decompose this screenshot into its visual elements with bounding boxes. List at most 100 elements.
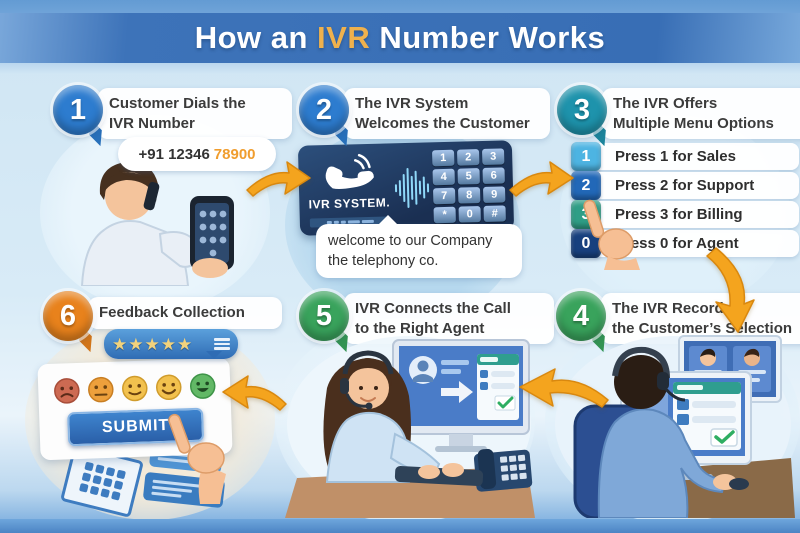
emoji-happy-icon[interactable] xyxy=(154,373,182,401)
forearm xyxy=(198,464,226,504)
emoji-sad-icon[interactable] xyxy=(86,375,114,403)
keypad-key[interactable]: 9 xyxy=(482,186,506,203)
keypad-key[interactable]: 0 xyxy=(458,206,481,223)
keypad-key[interactable]: 1 xyxy=(432,149,455,167)
keypad-key[interactable]: * xyxy=(433,206,456,224)
step-label-line: The IVR Offers xyxy=(613,95,718,112)
welcome-line: the telephony co. xyxy=(328,252,439,269)
agent-connecting-illustration xyxy=(285,336,535,518)
keypad-key[interactable]: # xyxy=(483,205,506,222)
feedback-form: SUBMIT xyxy=(37,357,233,461)
step-5-badge: 5 xyxy=(299,291,349,341)
step-label-line: The IVR Records xyxy=(612,300,733,317)
step-1-badge: 1 xyxy=(53,85,103,135)
rating-stars-bar: ★ ★ ★ ★ ★ xyxy=(104,329,238,359)
step-number: 3 xyxy=(573,93,591,126)
agent-shirt xyxy=(597,408,727,518)
agent-recording-illustration xyxy=(555,335,795,518)
step-label-line: IVR Number xyxy=(109,114,195,132)
menu-option-text: Press 3 for Billing xyxy=(615,206,743,223)
step-6-label: Feedback Collection xyxy=(88,297,282,329)
step-label-line: The IVR System xyxy=(355,95,469,112)
keypad-key[interactable]: 3 xyxy=(482,148,505,165)
ivr-system-label: IVR SYSTEM. xyxy=(308,195,391,212)
sound-wave-icon xyxy=(394,150,430,225)
headset-band xyxy=(342,350,394,375)
keypad-key[interactable]: 2 xyxy=(457,149,480,166)
menu-option-text: Press 0 for Agent xyxy=(615,235,739,252)
menu-option-key: 2 xyxy=(571,171,601,200)
phone-handset-icon xyxy=(325,153,374,190)
page-title: How an IVR Number Works xyxy=(195,20,606,56)
step-label-line: the Customer’s Selection xyxy=(612,319,793,337)
ivr-keypad: 1 2 3 4 5 6 7 8 9 * 0 # xyxy=(432,148,506,224)
emoji-delighted-icon[interactable] xyxy=(188,372,216,400)
menu-option-support[interactable]: Press 2 for Support 2 xyxy=(571,171,799,200)
arrow-step2-to-step3 xyxy=(509,161,574,197)
welcome-message-bubble: welcome to our Company the telephony co. xyxy=(316,215,522,278)
agent-face xyxy=(347,367,389,409)
headset-earcup xyxy=(340,378,349,394)
customer-hair xyxy=(99,161,158,202)
step-number: 1 xyxy=(69,93,87,126)
title-suffix: Number Works xyxy=(370,20,606,55)
header: How an IVR Number Works xyxy=(0,0,800,74)
step-label-line: Multiple Menu Options xyxy=(613,114,774,132)
star-icon: ★ xyxy=(160,334,176,354)
menu-option-label: Press 1 for Sales xyxy=(593,143,799,170)
pointing-hand-icon xyxy=(583,199,640,270)
customer-head xyxy=(105,172,153,220)
step-label-line: to the Right Agent xyxy=(355,319,485,337)
emoji-neutral-icon[interactable] xyxy=(120,374,148,402)
footer-strip xyxy=(0,519,800,533)
agent-head-back xyxy=(614,355,668,409)
headset-earcup xyxy=(657,372,669,390)
headset-mic xyxy=(345,393,368,408)
agent-panel xyxy=(477,354,519,420)
menu-option-label: Press 2 for Support xyxy=(593,172,799,199)
phone-at-ear xyxy=(143,182,160,211)
menu-option-key: 1 xyxy=(571,142,601,171)
star-icon: ★ xyxy=(112,334,128,354)
pointing-hand-icon xyxy=(168,413,226,504)
phone-number-prefix: +91 12346 xyxy=(138,145,210,163)
list-icon xyxy=(214,338,230,350)
customer-dialing-illustration xyxy=(80,161,234,286)
smartphone-keypad xyxy=(199,210,227,257)
phone-number-highlight: 78900 xyxy=(213,145,256,163)
arrow-step3-to-step4 xyxy=(706,247,755,333)
menu-key-number: 0 xyxy=(581,234,591,252)
menu-key-number: 1 xyxy=(581,147,591,165)
mouse xyxy=(729,478,749,490)
step-number: 6 xyxy=(59,299,77,332)
typing-hand xyxy=(442,463,464,477)
title-banner: How an IVR Number Works xyxy=(0,13,800,63)
menu-option-sales[interactable]: Press 1 for Sales 1 xyxy=(571,142,799,171)
keypad-key[interactable]: 8 xyxy=(458,187,481,204)
ivr-panel-left: IVR SYSTEM. xyxy=(306,151,392,228)
step-label-line: Feedback Collection xyxy=(99,304,245,321)
typing-hand xyxy=(418,465,440,479)
emoji-angry-icon[interactable] xyxy=(52,376,80,404)
keypad-key[interactable]: 6 xyxy=(482,167,505,184)
step-3-badge: 3 xyxy=(557,85,607,135)
star-icon: ★ xyxy=(144,334,160,354)
customer-hand xyxy=(192,258,228,278)
keypad-key[interactable]: 4 xyxy=(432,168,455,186)
title-highlight: IVR xyxy=(317,20,371,55)
title-prefix: How an xyxy=(194,20,318,55)
ivr-system-panel: IVR SYSTEM. 1 2 3 4 5 6 7 8 9 * 0 # xyxy=(297,140,515,236)
keypad-key[interactable]: 7 xyxy=(433,187,456,205)
step-4-badge: 4 xyxy=(556,291,606,341)
transfer-arrow xyxy=(441,381,473,403)
arrow-step1-to-step2 xyxy=(246,161,311,197)
welcome-line: welcome to our Company xyxy=(328,233,493,249)
keypad-key[interactable]: 5 xyxy=(457,168,480,185)
arrow-step5-to-step6 xyxy=(222,375,287,411)
menu-key-number: 2 xyxy=(581,176,591,194)
smartphone-screen xyxy=(195,203,229,263)
